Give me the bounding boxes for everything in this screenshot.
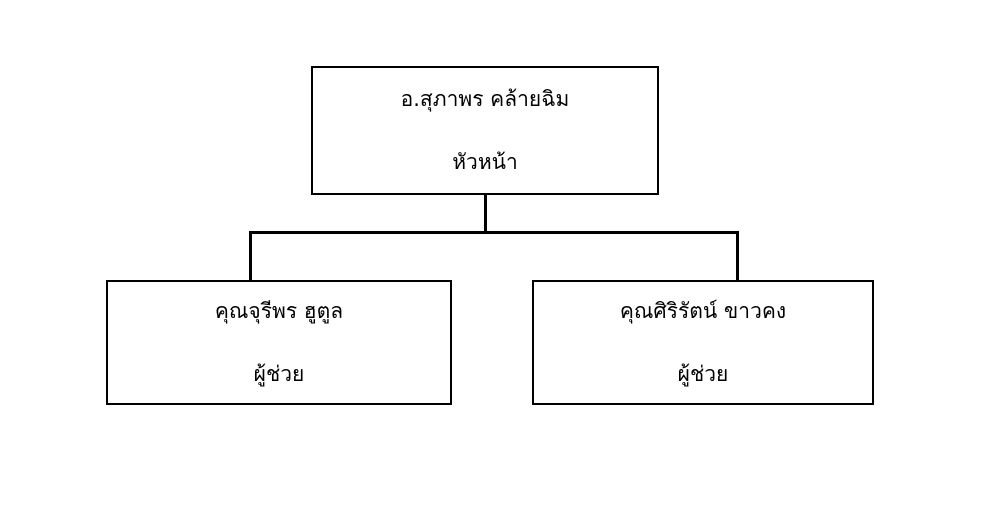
org-node-child-left-name: คุณจุรีพร ฮูตูล [214, 299, 344, 324]
org-node-child-right-role: ผู้ช่วย [677, 361, 729, 386]
org-node-child-left[interactable]: คุณจุรีพร ฮูตูล ผู้ช่วย [106, 280, 452, 405]
connector-drop-right [736, 231, 739, 282]
org-node-root[interactable]: อ.สุภาพร คล้ายฉิม หัวหน้า [311, 66, 659, 195]
org-node-root-role: หัวหน้า [452, 149, 518, 174]
org-node-root-name: อ.สุภาพร คล้ายฉิม [400, 87, 570, 112]
org-node-child-right-name: คุณศิริรัตน์ ขาวคง [619, 299, 787, 324]
connector-sibling-bus [249, 231, 739, 234]
connector-drop-left [249, 231, 252, 282]
org-node-child-right[interactable]: คุณศิริรัตน์ ขาวคง ผู้ช่วย [532, 280, 874, 405]
org-node-child-left-role: ผู้ช่วย [253, 361, 305, 386]
connector-root-stem [484, 193, 487, 234]
